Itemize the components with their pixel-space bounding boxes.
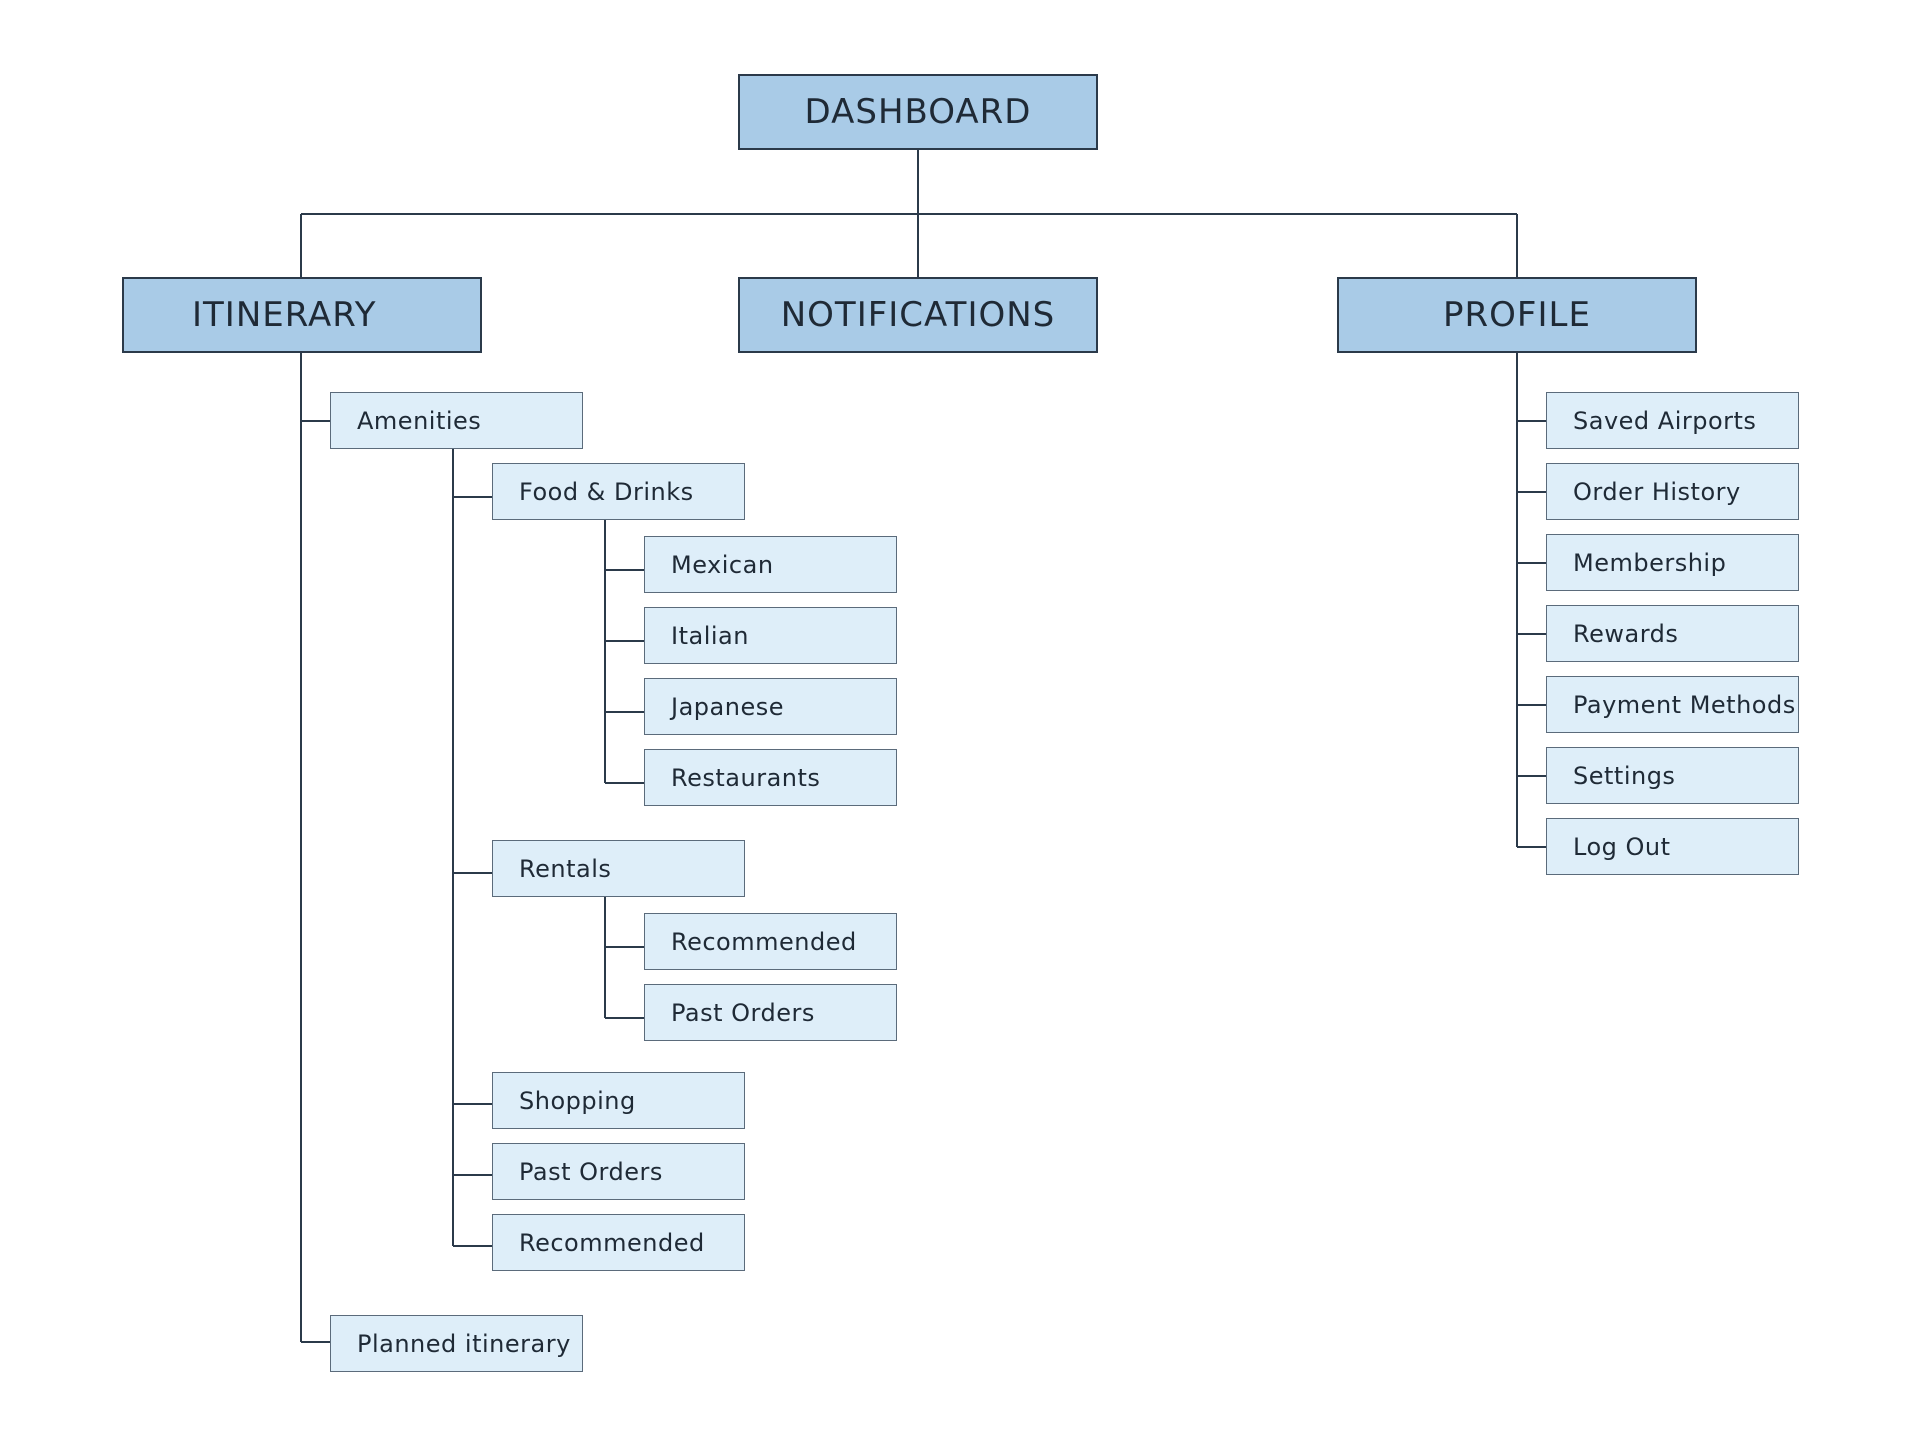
itinerary-node: ITINERARY [122,277,482,353]
amenities-label: Amenities [357,406,482,435]
dashboard-label: DASHBOARD [804,92,1032,132]
restaurants-label: Restaurants [671,763,821,792]
log-out-label: Log Out [1573,832,1671,861]
japanese-node: Japanese [644,678,897,735]
rentals-past-orders-label: Past Orders [671,998,815,1027]
shopping-label: Shopping [519,1086,636,1115]
membership-node: Membership [1546,534,1799,591]
past-orders-node: Past Orders [492,1143,745,1200]
order-history-node: Order History [1546,463,1799,520]
mexican-node: Mexican [644,536,897,593]
rentals-recommended-node: Recommended [644,913,897,970]
japanese-label: Japanese [671,692,784,721]
italian-label: Italian [671,621,749,650]
saved-airports-label: Saved Airports [1573,406,1757,435]
notifications-node: NOTIFICATIONS [738,277,1098,353]
food-drinks-label: Food & Drinks [519,477,694,506]
settings-label: Settings [1573,761,1676,790]
membership-label: Membership [1573,548,1727,577]
log-out-node: Log Out [1546,818,1799,875]
profile-label: PROFILE [1443,295,1591,335]
past-orders-label: Past Orders [519,1157,663,1186]
profile-node: PROFILE [1337,277,1697,353]
order-history-label: Order History [1573,477,1741,506]
amenities-node: Amenities [330,392,583,449]
shopping-node: Shopping [492,1072,745,1129]
recommended-node: Recommended [492,1214,745,1271]
mexican-label: Mexican [671,550,774,579]
rentals-recommended-label: Recommended [671,927,857,956]
restaurants-node: Restaurants [644,749,897,806]
rentals-past-orders-node: Past Orders [644,984,897,1041]
rewards-label: Rewards [1573,619,1679,648]
payment-methods-node: Payment Methods [1546,676,1799,733]
itinerary-label: ITINERARY [192,295,377,335]
dashboard-node: DASHBOARD [738,74,1098,150]
recommended-label: Recommended [519,1228,705,1257]
rentals-node: Rentals [492,840,745,897]
saved-airports-node: Saved Airports [1546,392,1799,449]
planned-itinerary-node: Planned itinerary [330,1315,583,1372]
notifications-label: NOTIFICATIONS [780,295,1056,335]
payment-methods-label: Payment Methods [1573,690,1796,719]
rewards-node: Rewards [1546,605,1799,662]
settings-node: Settings [1546,747,1799,804]
rentals-label: Rentals [519,854,612,883]
italian-node: Italian [644,607,897,664]
planned-itinerary-label: Planned itinerary [357,1329,571,1358]
food-drinks-node: Food & Drinks [492,463,745,520]
